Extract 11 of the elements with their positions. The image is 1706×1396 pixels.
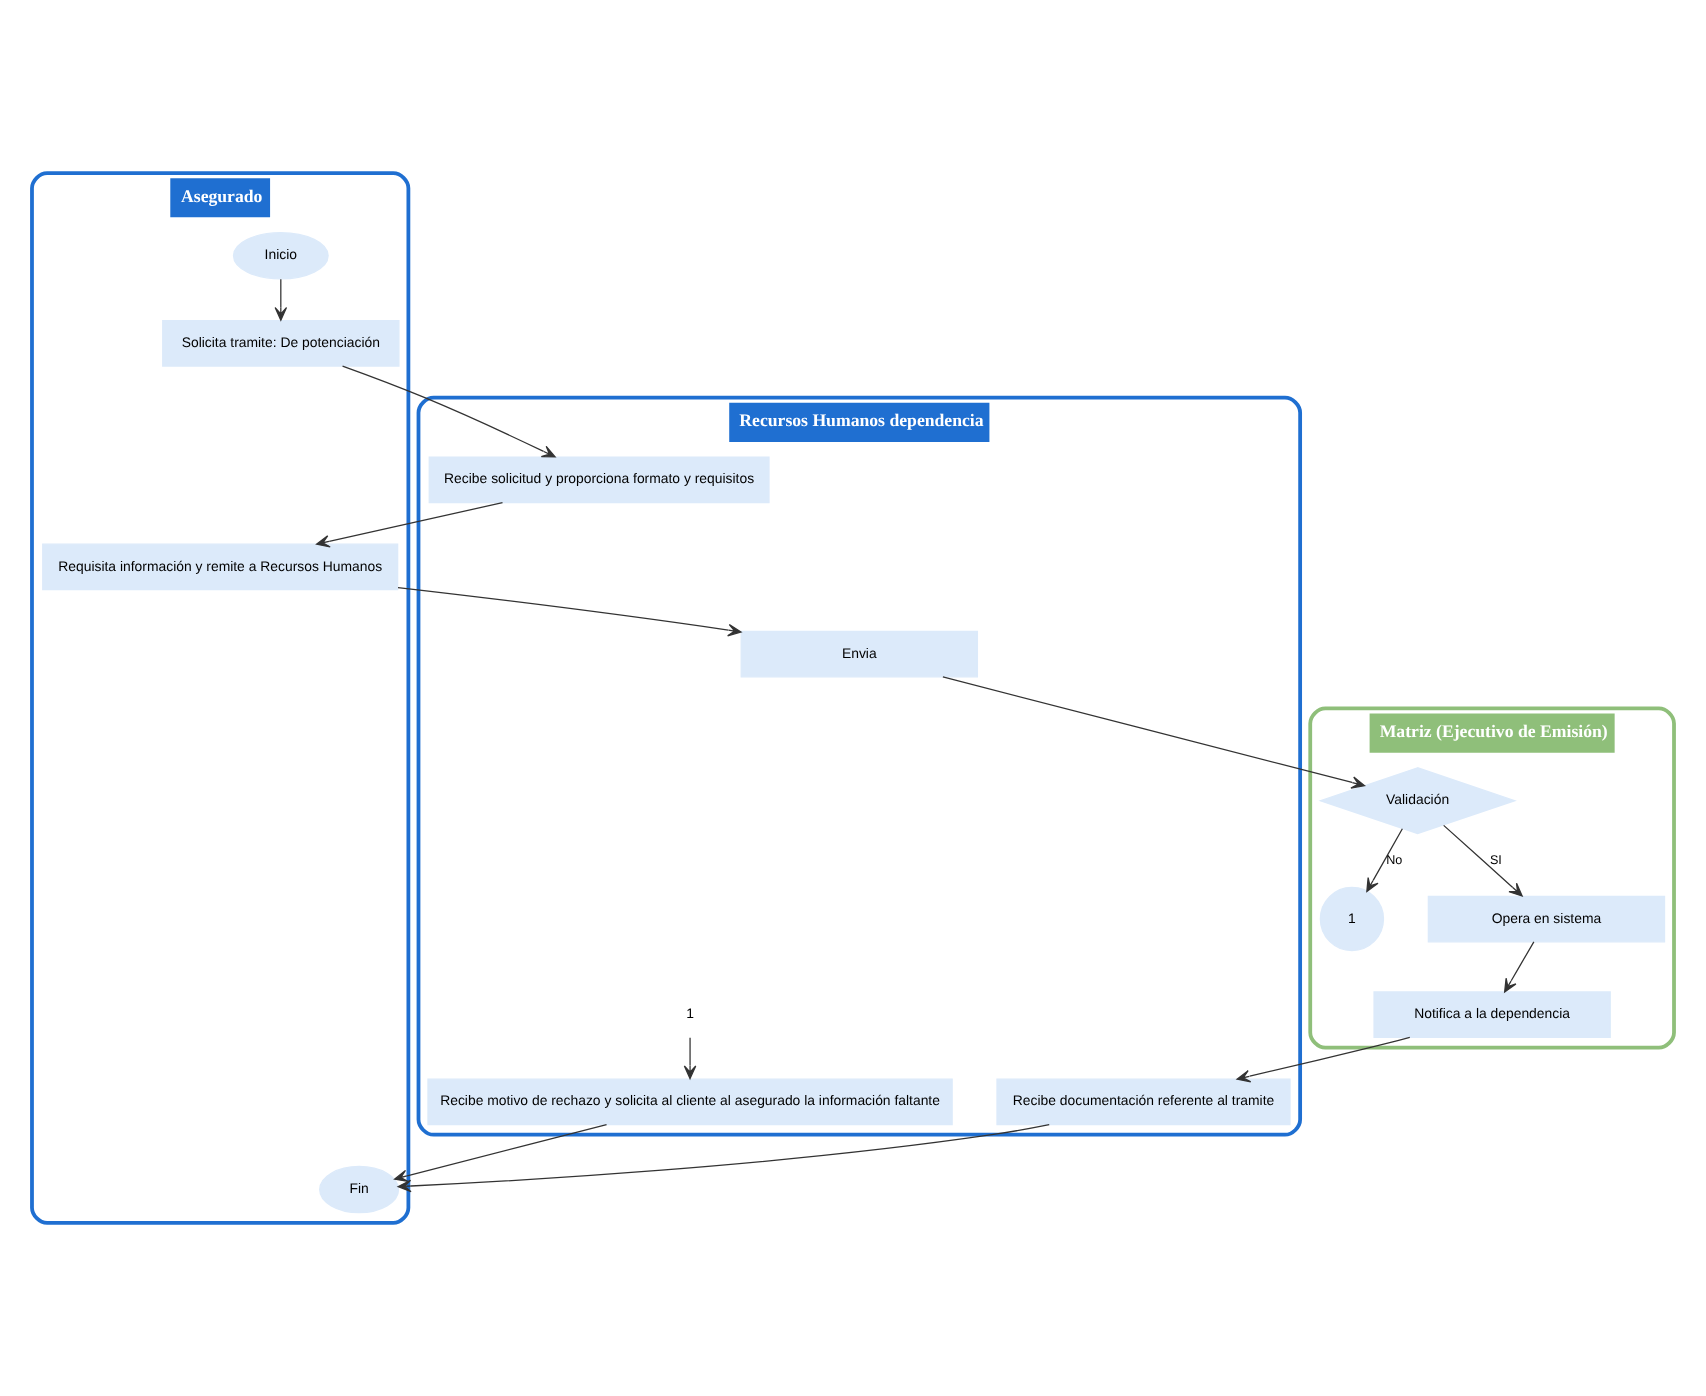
arrow [397, 1124, 1050, 1193]
arrow [394, 1123, 608, 1183]
arrow [341, 365, 556, 458]
arrow [1443, 824, 1523, 897]
arrow [274, 278, 288, 321]
arrow [942, 676, 1366, 789]
arrow [1504, 941, 1535, 993]
arrow [1366, 828, 1403, 893]
arrow [683, 1037, 697, 1080]
arrow [316, 502, 504, 548]
arrow [1236, 1036, 1411, 1083]
